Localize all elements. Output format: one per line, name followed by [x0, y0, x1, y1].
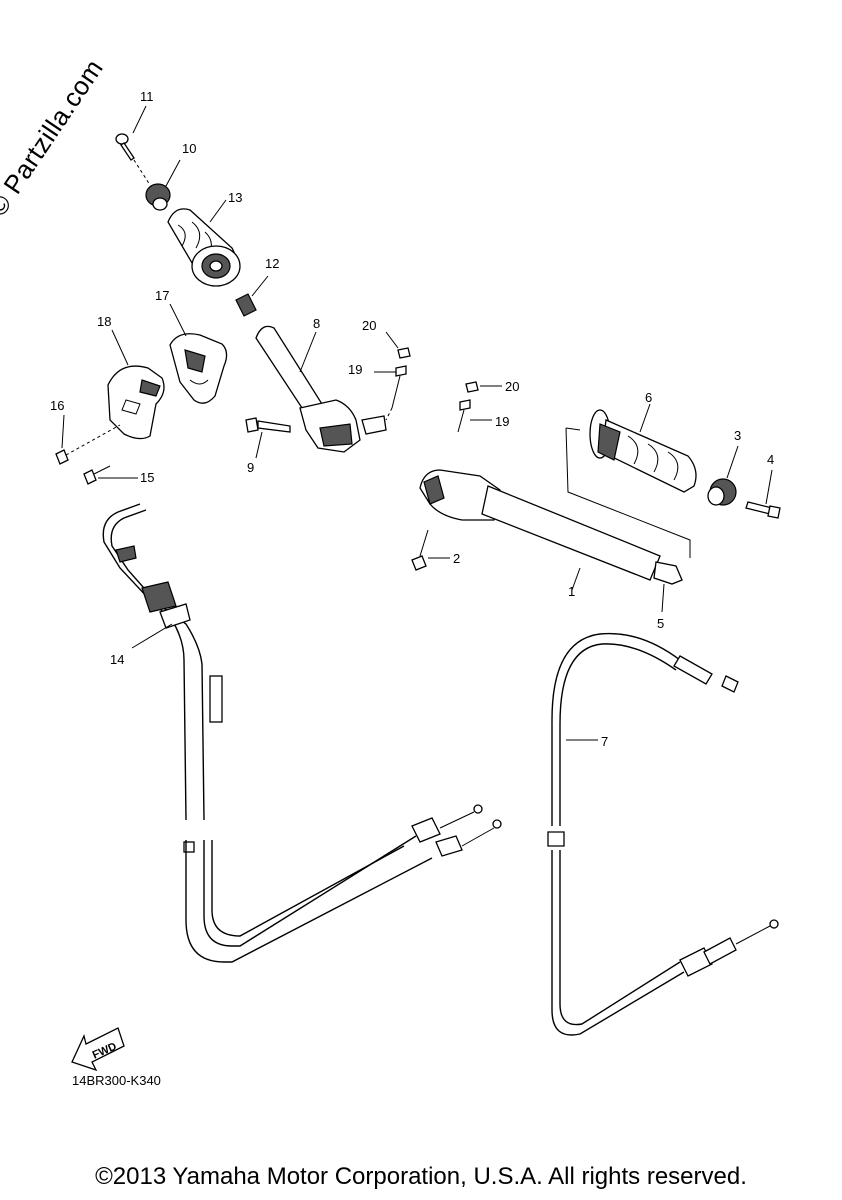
callout-5: 5: [657, 616, 664, 631]
callout-16: 16: [50, 398, 64, 413]
part-5-collar[interactable]: [653, 561, 683, 585]
callout-12: 12: [265, 256, 279, 271]
part-16-screw[interactable]: [55, 424, 121, 465]
callout-11: 11: [140, 89, 154, 104]
callout-2: 2: [453, 551, 460, 566]
callout-19b: 19: [495, 414, 509, 429]
callout-14: 14: [110, 652, 124, 667]
callout-20a: 20: [362, 318, 376, 333]
part-20-cap-upper[interactable]: [397, 347, 411, 359]
callout-3: 3: [734, 428, 741, 443]
callout-9: 9: [247, 460, 254, 475]
part-3-weight[interactable]: [707, 478, 737, 506]
part-4-bolt[interactable]: [745, 501, 781, 519]
part-18-switch-lower[interactable]: [107, 365, 165, 440]
callout-1: 1: [568, 584, 575, 599]
callout-13: 13: [228, 190, 242, 205]
callout-10: 10: [182, 141, 196, 156]
part-17-switch[interactable]: [169, 333, 228, 404]
part-12-collar[interactable]: [235, 293, 257, 317]
part-20-cap-lower[interactable]: [465, 381, 479, 393]
part-10-weight[interactable]: [145, 183, 171, 211]
copyright-notice: ©2013 Yamaha Motor Corporation, U.S.A. A…: [95, 1163, 747, 1190]
part-13-grip[interactable]: [167, 208, 241, 287]
part-19-bolt-upper[interactable]: [385, 365, 407, 421]
part-2-bolt[interactable]: [411, 529, 429, 571]
part-14-throttle-cables[interactable]: [102, 503, 502, 963]
part-6-grip[interactable]: [589, 409, 697, 493]
callout-7: 7: [601, 734, 608, 749]
callout-8: 8: [313, 316, 320, 331]
part-9-bolt[interactable]: [245, 417, 291, 433]
callout-19a: 19: [348, 362, 362, 377]
callout-18: 18: [97, 314, 111, 329]
callout-15: 15: [140, 470, 154, 485]
callout-17: 17: [155, 288, 169, 303]
part-11-bolt[interactable]: [115, 133, 135, 161]
part-7-clutch-cable[interactable]: [547, 632, 779, 1036]
callout-6: 6: [645, 390, 652, 405]
part-1-handlebar[interactable]: [419, 469, 661, 581]
drawing-code: 14BR300-K340: [72, 1073, 161, 1088]
part-19-bolt-lower[interactable]: [457, 399, 471, 433]
fwd-arrow-icon: FWD: [71, 1027, 125, 1072]
callout-20b: 20: [505, 379, 519, 394]
part-15-screw[interactable]: [83, 465, 111, 485]
part-8-throttle-tube[interactable]: [255, 325, 387, 453]
callout-4: 4: [767, 452, 774, 467]
